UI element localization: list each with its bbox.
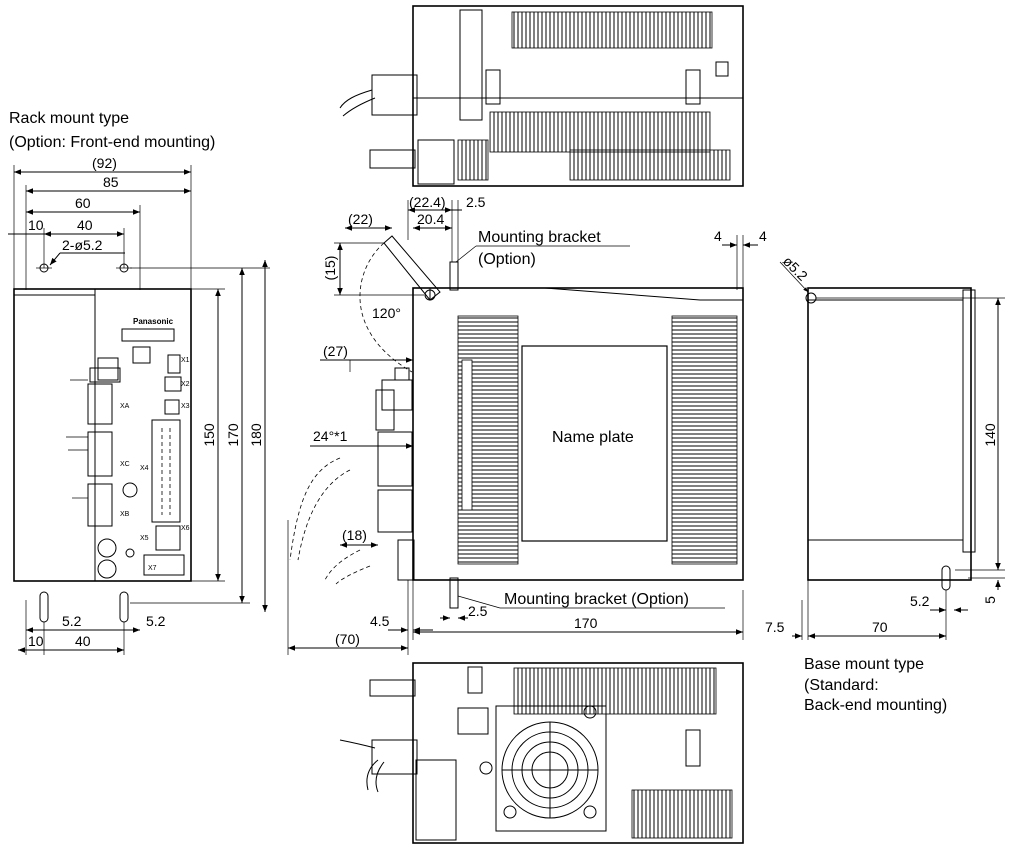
mark-xb: XB xyxy=(120,511,130,518)
side-view: Name plate Mounting bracket (Option) Mou… xyxy=(287,194,767,655)
dim-5-2-right: 5.2 xyxy=(146,613,166,629)
dim-40-bottom: 40 xyxy=(75,633,91,649)
mark-x6: X6 xyxy=(181,525,190,532)
mark-x1: X1 xyxy=(181,357,190,364)
right-view: ø5.2 140 5 5.2 70 7.5 Base mount type (S… xyxy=(765,253,1005,714)
dim-180: 180 xyxy=(248,423,264,447)
base-mount-sub2: Back-end mounting) xyxy=(804,697,947,714)
mark-x5: X5 xyxy=(140,535,149,542)
dim-120deg: 120° xyxy=(372,305,401,321)
mark-xc: XC xyxy=(120,461,130,468)
rack-mount-subtitle: (Option: Front-end mounting) xyxy=(9,134,215,151)
dim-15: (15) xyxy=(322,256,338,281)
mark-xa: XA xyxy=(120,403,130,410)
mark-x2: X2 xyxy=(181,381,190,388)
dim-10-bottom: 10 xyxy=(28,633,44,649)
mark-x3: X3 xyxy=(181,403,190,410)
dim-40-top: 40 xyxy=(77,217,93,233)
brand-logo: Panasonic xyxy=(133,317,174,326)
dim-24deg: 24°*1 xyxy=(313,428,348,444)
dim-170-side: 170 xyxy=(574,615,598,631)
dim-18: (18) xyxy=(342,527,367,543)
dim-70-side: (70) xyxy=(335,631,360,647)
bracket-top-option: (Option) xyxy=(478,251,536,268)
dim-170: 170 xyxy=(225,423,241,447)
base-mount-title: Base mount type xyxy=(804,656,924,673)
dim-hole-5-2: ø5.2 xyxy=(780,253,811,284)
base-mount-sub1: (Standard: xyxy=(804,677,879,694)
dim-92: (92) xyxy=(92,155,117,171)
bracket-bottom-label: Mounting bracket (Option) xyxy=(504,591,689,608)
dim-5-2-left: 5.2 xyxy=(62,613,82,629)
dim-150: 150 xyxy=(201,423,217,447)
bottom-view xyxy=(339,662,744,844)
dim-4-5: 4.5 xyxy=(370,613,390,629)
dim-22-4: (22.4) xyxy=(409,194,446,210)
dim-2-5-bottom: 2.5 xyxy=(468,603,488,619)
dim-holes: 2-ø5.2 xyxy=(62,237,103,253)
dim-20-4: 20.4 xyxy=(417,211,444,227)
dim-27: (27) xyxy=(323,343,348,359)
front-view: Rack mount type (Option: Front-end mount… xyxy=(8,110,270,655)
mark-x7: X7 xyxy=(148,565,157,572)
dim-60: 60 xyxy=(75,195,91,211)
dim-5: 5 xyxy=(982,596,998,604)
dim-85: 85 xyxy=(103,174,119,190)
dim-5-2-right-view: 5.2 xyxy=(910,593,930,609)
top-view xyxy=(339,5,744,187)
rack-mount-title: Rack mount type xyxy=(9,110,129,127)
mark-x4: X4 xyxy=(140,465,149,472)
dim-140: 140 xyxy=(982,423,998,447)
dim-70-right: 70 xyxy=(872,619,888,635)
name-plate-label: Name plate xyxy=(552,429,634,446)
dim-4-b: 4 xyxy=(759,228,767,244)
dim-4-a: 4 xyxy=(714,228,722,244)
dim-22: (22) xyxy=(348,211,373,227)
bracket-top-label: Mounting bracket xyxy=(478,229,601,246)
dim-2-5-top: 2.5 xyxy=(466,194,486,210)
dim-10-top: 10 xyxy=(28,217,44,233)
dim-7-5: 7.5 xyxy=(765,619,785,635)
